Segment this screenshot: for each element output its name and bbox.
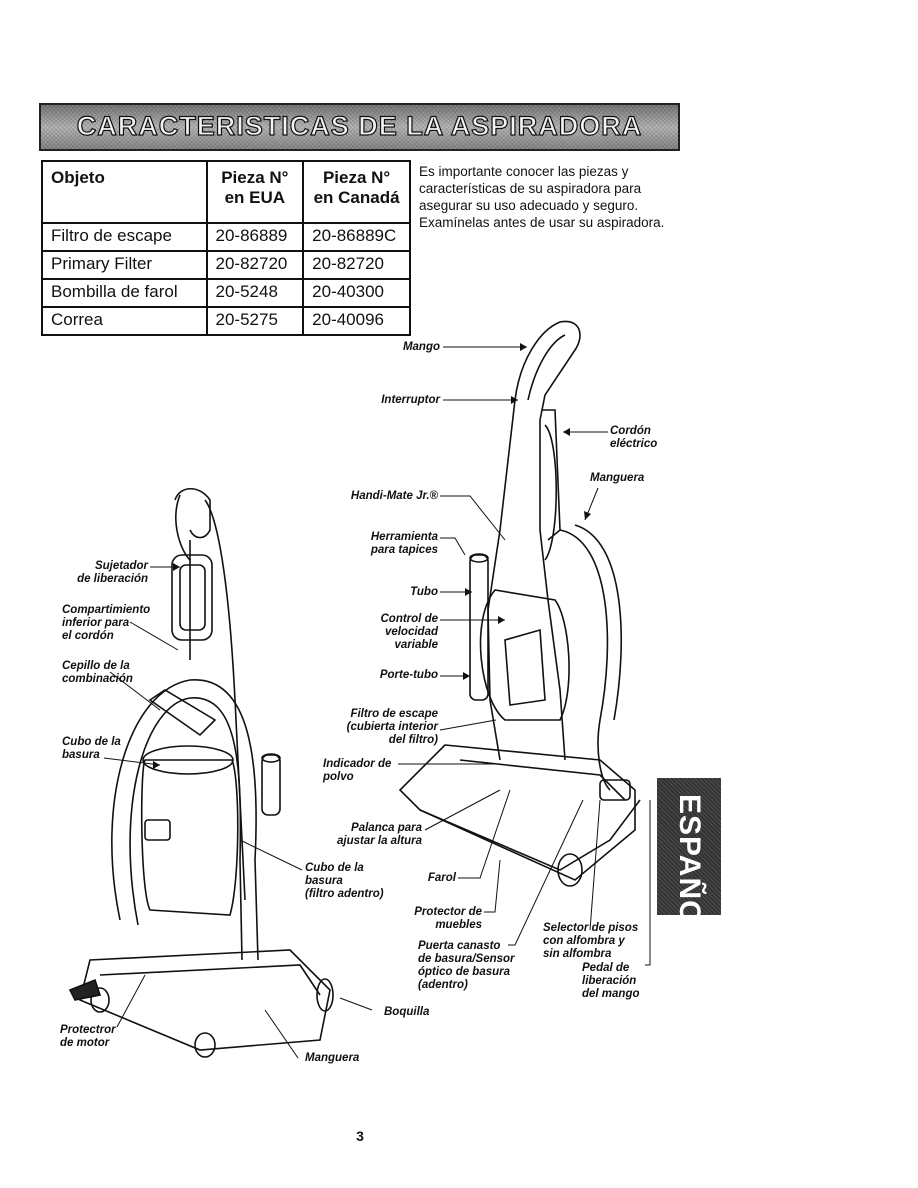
cell-eua: 20-82720 (205, 250, 305, 280)
label-cepillo: Cepillo de la combinación (62, 660, 133, 685)
header-pieza-canada: Pieza N°en Canadá (302, 160, 411, 224)
table-row: Bombilla de farol 20-5248 20-40300 (41, 278, 411, 308)
label-protector-motor: Protectror de motor (60, 1024, 116, 1049)
leader-arrows (153, 343, 591, 769)
table-row: Primary Filter 20-82720 20-82720 (41, 250, 411, 280)
intro-paragraph: Es importante conocer las piezas y carac… (419, 164, 665, 230)
language-tab-label: ESPAÑOL (673, 794, 706, 944)
cell-objeto: Bombilla de farol (41, 278, 208, 308)
label-tubo: Tubo (410, 586, 438, 598)
label-manguera-bottom: Manguera (305, 1052, 360, 1064)
label-handi-mate: Handi-Mate Jr.® (350, 490, 438, 502)
label-selector-pisos: Selector de pisos con alfombra y sin alf… (543, 922, 639, 960)
label-protector-muebles: Protector de muebles (414, 906, 482, 931)
table-header-row: Objeto Pieza N°en EUA Pieza N°en Canadá (41, 160, 411, 224)
section-banner: CARACTERISTICAS DE LA ASPIRADORA (39, 103, 680, 151)
language-tab: ESPAÑOL (657, 778, 721, 944)
table-row: Correa 20-5275 20-40096 (41, 306, 411, 336)
header-pieza-eua: Pieza N°en EUA (205, 160, 305, 224)
parts-table: Objeto Pieza N°en EUA Pieza N°en Canadá … (41, 160, 411, 336)
label-compartimiento: Compartimiento inferior para el cordón (62, 604, 151, 642)
header-objeto: Objeto (41, 160, 208, 224)
label-filtro-escape: Filtro de escape (cubierta interior del … (346, 708, 438, 746)
label-cubo-basura-left: Cubo de la basura (62, 736, 121, 761)
label-sujetador: Sujetador de liberación (77, 560, 148, 585)
label-manguera-top: Manguera (590, 472, 645, 484)
label-mango: Mango (402, 341, 440, 353)
right-vacuum-drawing (398, 320, 641, 887)
cell-objeto: Primary Filter (41, 250, 208, 280)
label-boquilla: Boquilla (384, 1006, 430, 1018)
label-pedal-liberacion: Pedal de liberación del mango (582, 962, 640, 1000)
left-vacuum-drawing (68, 487, 334, 1058)
label-interruptor: Interruptor (381, 394, 440, 406)
label-control-velocidad: Control de velocidad variable (380, 613, 439, 651)
cell-eua: 20-5275 (205, 306, 305, 336)
cell-eua: 20-5248 (205, 278, 305, 308)
label-indicador-polvo: Indicador de polvo (323, 758, 392, 783)
label-puerta-canasto: Puerta canasto de basura/Sensor óptico d… (418, 940, 515, 991)
cell-canada: 20-82720 (302, 250, 411, 280)
cell-canada: 20-40300 (302, 278, 411, 308)
cell-canada: 20-86889C (302, 222, 411, 252)
label-farol: Farol (427, 872, 456, 884)
label-cubo-basura-center: Cubo de la basura (filtro adentro) (305, 862, 384, 900)
cell-eua: 20-86889 (205, 222, 305, 252)
leader-lines (103, 346, 651, 1059)
label-cordon-electrico: Cordón eléctrico (610, 425, 658, 450)
label-herramienta: Herramienta para tapices (370, 531, 438, 556)
cell-canada: 20-40096 (302, 306, 411, 336)
table-row: Filtro de escape 20-86889 20-86889C (41, 222, 411, 252)
label-porte-tubo: Porte-tubo (379, 669, 438, 681)
cell-objeto: Correa (41, 306, 208, 336)
section-title: CARACTERISTICAS DE LA ASPIRADORA (76, 110, 643, 141)
cell-objeto: Filtro de escape (41, 222, 208, 252)
page-number: 3 (356, 1128, 364, 1144)
label-palanca: Palanca para ajustar la altura (336, 822, 422, 847)
